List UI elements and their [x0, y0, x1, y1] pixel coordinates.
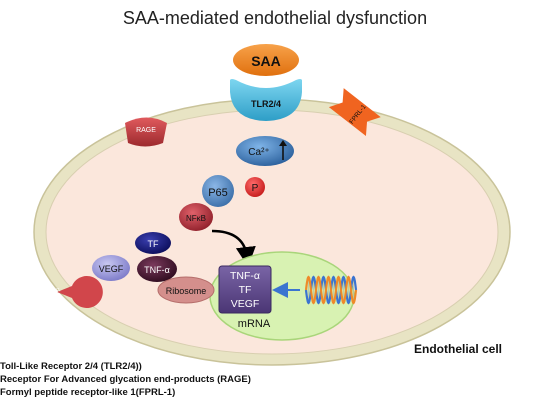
saa-label: SAA — [251, 53, 281, 69]
cell-label: Endothelial cell — [414, 342, 503, 356]
calcium-node — [236, 136, 294, 166]
rage-receptor — [125, 117, 167, 147]
mrna-box-line-3: VEGF — [231, 298, 260, 310]
dna-strand-b — [304, 275, 358, 305]
mrna-box-line-1: TNF-α — [230, 270, 260, 282]
diagram-title: SAA-mediated endothelial dysfunction — [122, 8, 428, 28]
nfkb-label: NFκB — [186, 214, 206, 223]
calcium-label: Ca²⁺ — [248, 147, 269, 158]
fprl-receptor — [328, 88, 381, 137]
saa-ligand — [233, 44, 299, 76]
phospho-node — [245, 177, 265, 197]
ribosome-label: Ribosome — [166, 286, 207, 296]
dna-helix-icon — [304, 275, 358, 305]
mrna-box-line-2: TF — [239, 284, 252, 296]
vegfr-label: VEGFR — [42, 287, 62, 300]
mrna-label: mRNA — [238, 318, 271, 330]
nfkb-node — [179, 203, 213, 231]
tf-label: TF — [148, 239, 159, 249]
calcium-increase-arrow-icon — [279, 140, 287, 160]
tlr-label: TLR2/4 — [251, 99, 281, 109]
tnf-label: TNF-α — [144, 265, 170, 275]
p65-label: P65 — [208, 187, 228, 199]
p65-node — [202, 175, 234, 207]
tf-node — [135, 232, 171, 254]
rage-label: RAGE — [136, 127, 156, 134]
vegf-label: VEGF — [99, 264, 124, 274]
legend-item-rage: Receptor For Advanced glycation end-prod… — [0, 374, 251, 385]
phospho-label: P — [252, 183, 259, 194]
vegfr-receptor — [57, 276, 103, 308]
nfkb-to-nucleus-arrow — [211, 229, 256, 267]
legend-item-tlr: Toll-Like Receptor 2/4 (TLR2/4)) — [0, 361, 142, 372]
tlr-receptor — [230, 79, 302, 121]
ribosome-node — [157, 276, 215, 304]
tnf-node — [137, 256, 177, 282]
vegf-node — [92, 255, 130, 281]
legend-item-fprl: Formyl peptide receptor-like 1(FPRL-1) — [0, 387, 176, 398]
mrna-box — [218, 265, 272, 314]
legend: Toll-Like Receptor 2/4 (TLR2/4)) Recepto… — [0, 360, 251, 399]
